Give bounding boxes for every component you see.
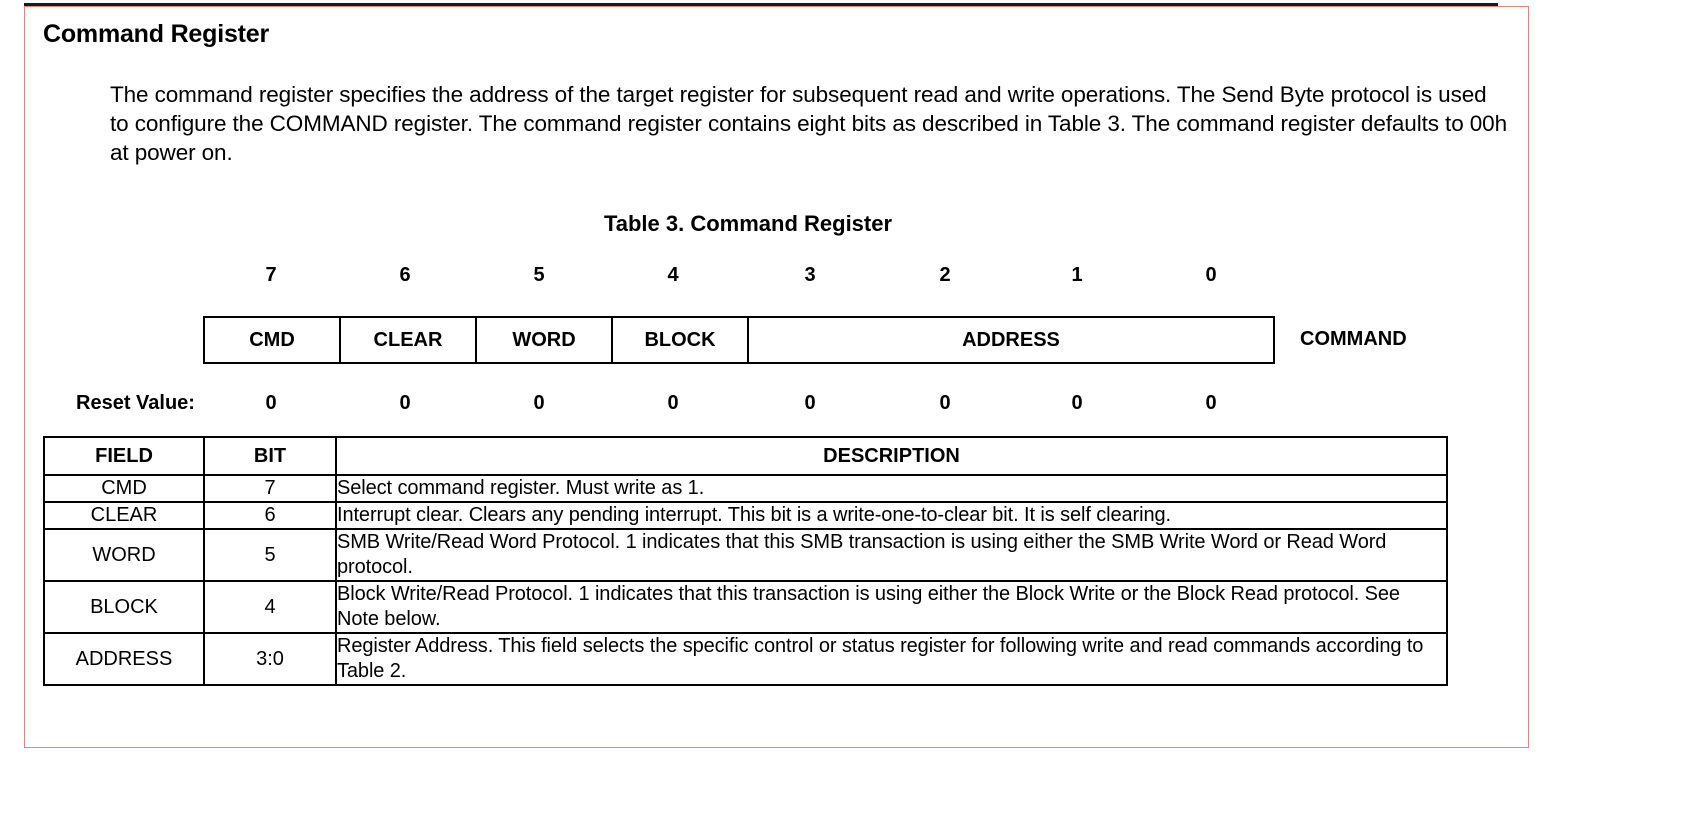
- row-bit-block: 4: [203, 580, 337, 634]
- table-row: BLOCK 4 Block Write/Read Protocol. 1 ind…: [43, 580, 1448, 634]
- row-field-cmd: CMD: [43, 474, 205, 503]
- row-bit-word: 5: [203, 528, 337, 582]
- bit-number-0: 0: [1205, 264, 1217, 286]
- bit-number-2: 2: [939, 264, 951, 286]
- table-header-row: FIELD BIT DESCRIPTION: [43, 436, 1448, 476]
- column-header-field: FIELD: [43, 436, 205, 476]
- register-field-word: WORD: [477, 318, 613, 362]
- reset-value-bit-6: 0: [399, 392, 411, 414]
- top-horizontal-rule: [24, 3, 1498, 6]
- row-bit-clear: 6: [203, 501, 337, 530]
- page-content-frame: [24, 6, 1529, 748]
- reset-value-bit-4: 0: [667, 392, 679, 414]
- table-row: CLEAR 6 Interrupt clear. Clears any pend…: [43, 501, 1448, 530]
- page-title: Command Register: [43, 20, 270, 48]
- row-description-block: Block Write/Read Protocol. 1 indicates t…: [335, 580, 1448, 634]
- register-field-clear: CLEAR: [341, 318, 477, 362]
- column-header-description: DESCRIPTION: [335, 436, 1448, 476]
- reset-value-row: Reset Value: 0 0 0 0 0 0 0 0: [24, 392, 1529, 420]
- register-field-block: BLOCK: [613, 318, 749, 362]
- row-field-block: BLOCK: [43, 580, 205, 634]
- reset-value-bit-5: 0: [533, 392, 545, 414]
- table-caption: Table 3. Command Register: [603, 211, 893, 236]
- reset-value-bit-0: 0: [1205, 392, 1217, 414]
- row-description-cmd: Select command register. Must write as 1…: [335, 474, 1448, 503]
- reset-value-bit-7: 0: [265, 392, 277, 414]
- bit-number-3: 3: [804, 264, 816, 286]
- register-name-label: COMMAND: [1300, 328, 1407, 350]
- row-field-address: ADDRESS: [43, 632, 205, 686]
- page-content: Command Register The command register sp…: [24, 6, 1529, 748]
- table-row: ADDRESS 3:0 Register Address. This field…: [43, 632, 1448, 686]
- bit-number-1: 1: [1071, 264, 1083, 286]
- bit-number-5: 5: [533, 264, 545, 286]
- bit-number-row: 7 6 5 4 3 2 1 0: [24, 264, 1529, 294]
- reset-value-label: Reset Value:: [76, 392, 195, 414]
- row-bit-address: 3:0: [203, 632, 337, 686]
- field-description-table: FIELD BIT DESCRIPTION CMD 7 Select comma…: [43, 436, 1448, 686]
- bit-number-4: 4: [667, 264, 679, 286]
- row-description-clear: Interrupt clear. Clears any pending inte…: [335, 501, 1448, 530]
- row-description-address: Register Address. This field selects the…: [335, 632, 1448, 686]
- reset-value-bit-1: 0: [1071, 392, 1083, 414]
- column-header-bit: BIT: [203, 436, 337, 476]
- row-field-clear: CLEAR: [43, 501, 205, 530]
- register-diagram: 7 6 5 4 3 2 1 0 CMD CLEAR WORD BLOCK ADD…: [24, 264, 1529, 414]
- register-bitfield-box: CMD CLEAR WORD BLOCK ADDRESS: [203, 316, 1275, 364]
- register-field-address: ADDRESS: [962, 328, 1060, 351]
- reset-value-bit-3: 0: [804, 392, 816, 414]
- table-row: WORD 5 SMB Write/Read Word Protocol. 1 i…: [43, 528, 1448, 582]
- reset-value-bit-2: 0: [939, 392, 951, 414]
- row-field-word: WORD: [43, 528, 205, 582]
- table-row: CMD 7 Select command register. Must writ…: [43, 474, 1448, 503]
- row-bit-cmd: 7: [203, 474, 337, 503]
- bit-number-6: 6: [399, 264, 411, 286]
- register-field-cmd: CMD: [205, 318, 341, 362]
- bit-number-7: 7: [265, 264, 277, 286]
- section-paragraph: The command register specifies the addre…: [110, 82, 1508, 165]
- row-description-word: SMB Write/Read Word Protocol. 1 indicate…: [335, 528, 1448, 582]
